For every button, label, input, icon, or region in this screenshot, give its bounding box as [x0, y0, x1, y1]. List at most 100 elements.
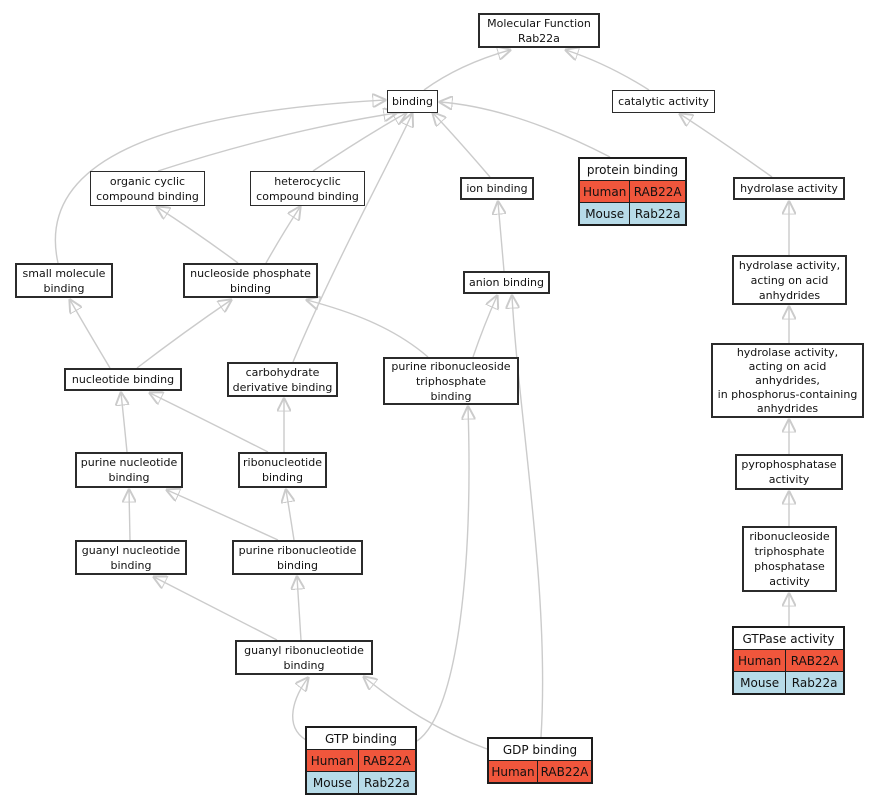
node-label: binding	[391, 95, 433, 108]
edge-gdp_binding--guanyl_ribonucleotide	[364, 677, 488, 750]
node-purine-nucleotide-binding[interactable]: purine nucleotide binding	[75, 452, 183, 488]
node-catalytic-activity[interactable]: catalytic activity	[612, 90, 715, 113]
node-label: ion binding	[466, 182, 528, 195]
node-protein-binding[interactable]: protein binding Human RAB22A Mouse Rab22…	[578, 157, 687, 226]
node-label: catalytic activity	[618, 95, 709, 108]
node-ribonucleotide-binding[interactable]: ribonucleotide binding	[238, 452, 327, 488]
node-label: hydrolase activity, acting on acid anhyd…	[717, 345, 858, 415]
node-label: small molecule binding	[22, 266, 106, 295]
node-carbohydrate-derivative-binding[interactable]: carbohydrate derivative binding	[227, 362, 338, 397]
node-molecular-function-rab22a[interactable]: Molecular Function Rab22a	[478, 13, 600, 48]
edge-purine_ribonucleotide--purine_nucleotide	[167, 490, 279, 541]
annotation-row-human: Human RAB22A	[307, 749, 415, 771]
node-label: hydrolase activity, acting on acid anhyd…	[738, 258, 841, 302]
node-label: organic cyclic compound binding	[96, 174, 199, 203]
node-label: purine nucleotide binding	[80, 456, 178, 484]
annotation-row-mouse: Mouse Rab22a	[580, 202, 685, 224]
node-ribonucleoside-triphosphate-phosphatase-activity[interactable]: ribonucleoside triphosphate phosphatase …	[742, 526, 837, 592]
species-cell: Human	[489, 761, 537, 782]
node-nucleoside-phosphate-binding[interactable]: nucleoside phosphate binding	[183, 263, 318, 298]
edge-nucleoside_phosphate--heterocyclic	[265, 207, 300, 264]
node-binding[interactable]: binding	[387, 90, 438, 113]
edge-gdp_binding--anion_binding	[512, 296, 544, 738]
node-gtp-binding[interactable]: GTP binding Human RAB22A Mouse Rab22a	[305, 726, 417, 795]
node-nucleotide-binding[interactable]: nucleotide binding	[64, 368, 182, 391]
edge-purine_ribonucleoside_triphosphate--nucleoside_phosphate	[307, 300, 429, 358]
edge-protein_binding--binding	[440, 102, 611, 158]
node-label: ribonucleotide binding	[243, 456, 322, 484]
node-label: carbohydrate derivative binding	[232, 365, 333, 394]
edge-guanyl_ribonucleotide--guanyl_nucleotide	[154, 577, 278, 641]
node-label: ribonucleoside triphosphate phosphatase …	[749, 530, 830, 588]
node-label: nucleotide binding	[71, 373, 175, 386]
edge-ribonucleotide--nucleotide_binding	[150, 393, 269, 453]
node-purine-ribonucleotide-binding[interactable]: purine ribonucleotide binding	[232, 540, 363, 575]
node-label: guanyl nucleotide binding	[81, 543, 181, 572]
edge-gtp_binding--guanyl_ribonucleotide	[292, 678, 308, 741]
annotation-row-human: Human RAB22A	[734, 649, 843, 671]
edge-hydrolase_activity--catalytic_activity	[680, 114, 773, 178]
edge-guanyl_nucleotide--purine_nucleotide	[129, 490, 130, 541]
species-cell: Human	[307, 750, 358, 771]
edge-organic_cyclic--binding	[157, 113, 396, 172]
edge-binding--molecular_function	[423, 50, 510, 91]
edge-anion_binding--ion_binding	[498, 202, 504, 272]
gene-cell: Rab22a	[357, 772, 415, 793]
node-label: anion binding	[469, 276, 544, 289]
node-anion-binding[interactable]: anion binding	[463, 271, 550, 294]
edge-purine_ribonucleoside_triphosphate--anion_binding	[472, 296, 497, 358]
species-cell: Human	[580, 181, 630, 202]
node-hydrolase-activity-phosphorus-containing-anhydrides[interactable]: hydrolase activity, acting on acid anhyd…	[711, 343, 864, 418]
node-ion-binding[interactable]: ion binding	[460, 177, 534, 200]
edge-nucleoside_phosphate--organic_cyclic	[157, 207, 239, 264]
node-guanyl-ribonucleotide-binding[interactable]: guanyl ribonucleotide binding	[235, 640, 373, 675]
node-label: hydrolase activity	[740, 182, 838, 195]
node-label: purine ribonucleotide binding	[238, 543, 357, 572]
edge-ion_binding--binding	[433, 113, 491, 178]
edge-gtp_binding--purine_ribonucleoside_triphosphate	[416, 407, 469, 742]
gene-cell: RAB22A	[536, 761, 591, 782]
node-hydrolase-activity[interactable]: hydrolase activity	[733, 177, 845, 200]
node-label: purine ribonucleoside triphosphate bindi…	[391, 359, 511, 403]
edge-catalytic_activity--molecular_function	[566, 50, 650, 91]
node-label: Molecular Function Rab22a	[487, 16, 591, 45]
gene-cell: RAB22A	[785, 650, 843, 671]
node-label: guanyl ribonucleotide binding	[244, 643, 364, 672]
node-label: nucleoside phosphate binding	[190, 266, 311, 295]
node-label: GTP binding	[307, 728, 415, 749]
node-gtpase-activity[interactable]: GTPase activity Human RAB22A Mouse Rab22…	[732, 626, 845, 695]
node-label: protein binding	[580, 159, 685, 180]
node-pyrophosphatase-activity[interactable]: pyrophosphatase activity	[735, 454, 843, 490]
node-label: heterocyclic compound binding	[256, 174, 359, 203]
species-cell: Mouse	[580, 203, 630, 224]
annotation-row-human: Human RAB22A	[580, 180, 685, 202]
node-gdp-binding[interactable]: GDP binding Human RAB22A	[487, 737, 593, 784]
species-cell: Mouse	[307, 772, 358, 793]
edge-guanyl_ribonucleotide--purine_ribonucleotide	[297, 577, 301, 641]
node-purine-ribonucleoside-triphosphate-binding[interactable]: purine ribonucleoside triphosphate bindi…	[383, 357, 519, 405]
node-organic-cyclic-compound-binding[interactable]: organic cyclic compound binding	[90, 171, 205, 206]
gene-cell: RAB22A	[629, 181, 685, 202]
gene-cell: Rab22a	[629, 203, 685, 224]
node-label: GTPase activity	[734, 628, 843, 649]
annotation-row-mouse: Mouse Rab22a	[734, 671, 843, 693]
edge-nucleotide_binding--nucleoside_phosphate	[136, 300, 231, 369]
node-small-molecule-binding[interactable]: small molecule binding	[15, 263, 113, 298]
edge-nucleotide_binding--small_molecule	[70, 300, 111, 369]
edge-purine_nucleotide--nucleotide_binding	[121, 393, 127, 453]
species-cell: Mouse	[734, 672, 786, 693]
edge-purine_ribonucleotide--ribonucleotide	[286, 490, 294, 541]
node-hydrolase-activity-acting-on-acid-anhydrides[interactable]: hydrolase activity, acting on acid anhyd…	[732, 255, 847, 305]
node-label: pyrophosphatase activity	[741, 458, 837, 486]
gene-cell: RAB22A	[357, 750, 415, 771]
node-heterocyclic-compound-binding[interactable]: heterocyclic compound binding	[250, 171, 365, 206]
node-guanyl-nucleotide-binding[interactable]: guanyl nucleotide binding	[75, 540, 187, 575]
edge-small_molecule--binding	[54, 100, 385, 264]
species-cell: Human	[734, 650, 786, 671]
edge-heterocyclic--binding	[312, 113, 406, 172]
edge-carbohydrate_derivative--binding	[292, 114, 412, 363]
node-label: GDP binding	[489, 739, 591, 760]
gene-cell: Rab22a	[785, 672, 843, 693]
annotation-row-mouse: Mouse Rab22a	[307, 771, 415, 793]
